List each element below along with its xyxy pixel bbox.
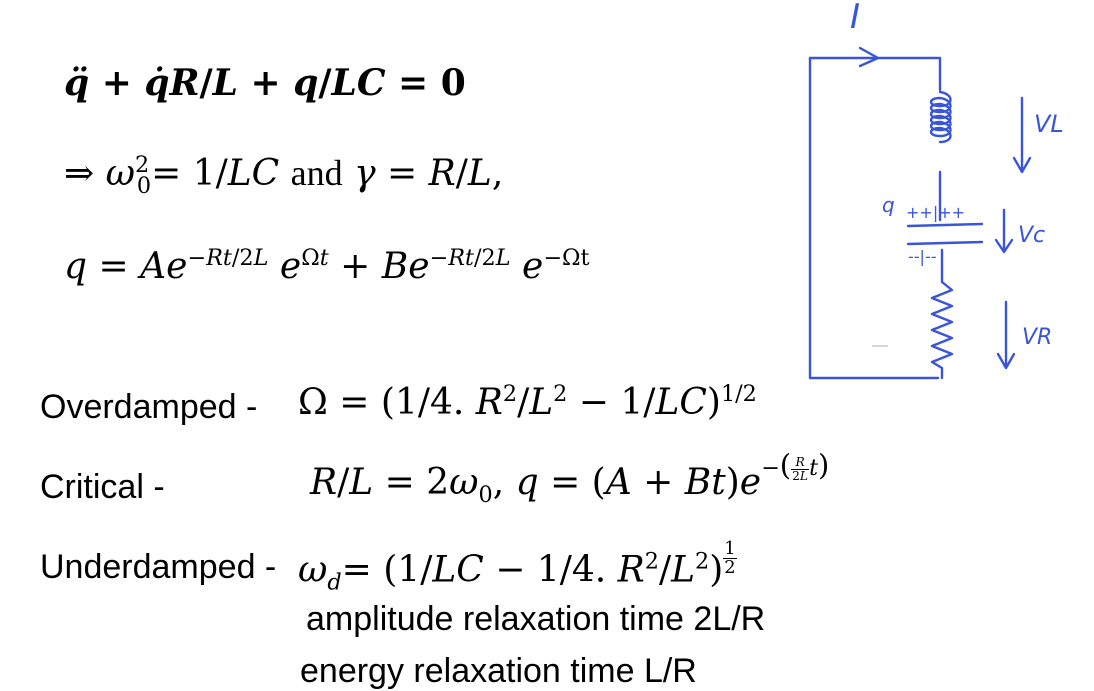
current-label: I bbox=[850, 0, 860, 37]
inductor-coil bbox=[929, 90, 952, 144]
vc-label: Vc bbox=[1018, 223, 1045, 248]
general-solution: q = Ae−Rt/2L eΩt + Be−Rt/2L e−Ωt bbox=[64, 245, 590, 287]
charge-label: q bbox=[882, 193, 895, 217]
current-arrow bbox=[858, 46, 880, 68]
capacitor-bottom-plate bbox=[906, 240, 984, 246]
amplitude-relaxation-note: amplitude relaxation time 2L/R bbox=[306, 600, 766, 638]
capacitor-top-plate bbox=[906, 222, 984, 228]
vr-arrow bbox=[996, 300, 1016, 370]
capacitor-plus-marks: ++|++ bbox=[906, 203, 965, 222]
vl-label: VL bbox=[1034, 110, 1064, 138]
vl-arrow bbox=[1012, 96, 1032, 174]
equation-of-motion: q̈ + q̇R/L + q/LC = 0 bbox=[64, 62, 466, 104]
vr-label: VR bbox=[1022, 325, 1052, 350]
top-wire bbox=[808, 56, 942, 92]
capacitor-minus-marks: --|-- bbox=[908, 247, 937, 266]
energy-relaxation-note: energy relaxation time L/R bbox=[300, 652, 697, 690]
overdamped-label: Overdamped - bbox=[40, 388, 258, 426]
underdamped-label: Underdamped - bbox=[40, 548, 277, 586]
overdamped-formula: Ω = (1/4. R2/L2 − 1/LC)1/2 bbox=[298, 381, 757, 423]
left-wire bbox=[808, 56, 940, 380]
resistor-zigzag bbox=[930, 280, 954, 380]
natural-frequency-and-damping: ⇒ ω20= 1/LC and γ = R/L, bbox=[64, 152, 504, 200]
critical-label: Critical - bbox=[40, 468, 165, 506]
vc-arrow bbox=[994, 208, 1014, 254]
